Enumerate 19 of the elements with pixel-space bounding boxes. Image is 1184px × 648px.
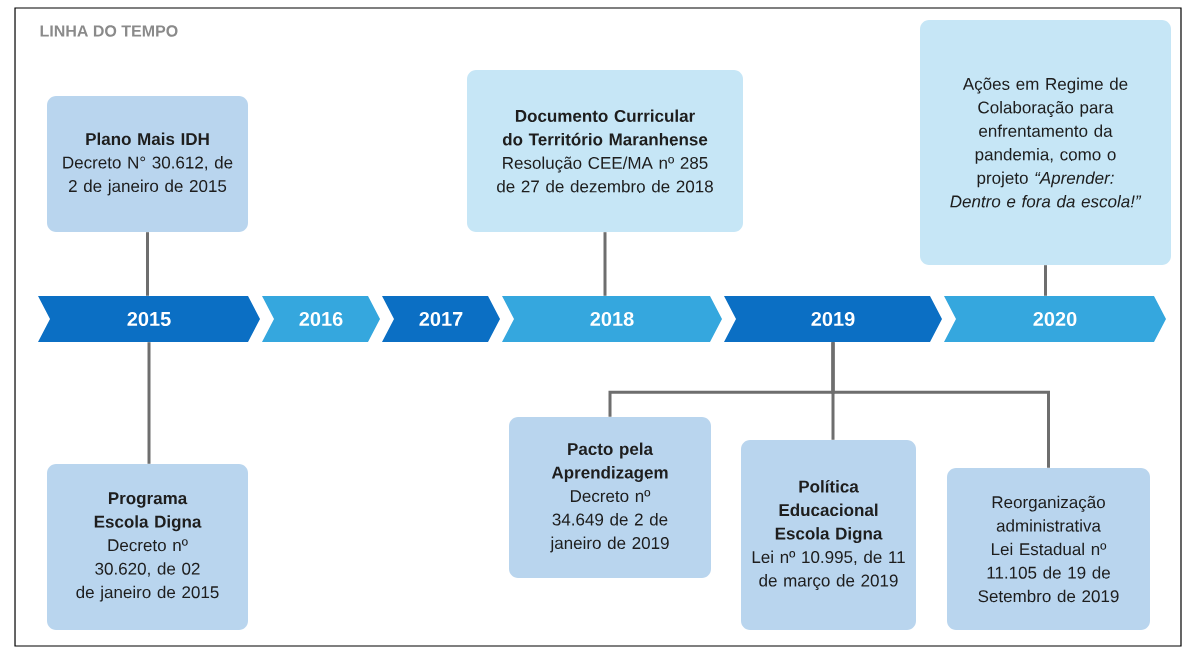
milestone-box: Documento Curricular do Território Maranhense Resolução CEE/MA nº 285 de 27 de dezembro de 2018 (467, 70, 743, 232)
year-band: 2017 (382, 296, 500, 342)
year-band: 2019 (724, 296, 942, 342)
milestone-box: Pacto pela Aprendizagem Decreto nº 34.649 de 2 de janeiro de 2019 (509, 417, 711, 578)
milestone-box: Programa Escola Digna Decreto nº 30.620, de 02 de janeiro de 2015 (47, 464, 248, 630)
timeline-title: LINHA DO TEMPO (40, 25, 178, 37)
year-band: 2020 (944, 296, 1166, 342)
milestone-box: Reorganização administrativa Lei Estadual nº 11.105 de 19 de Setembro de 2019 (947, 468, 1150, 630)
connector-line (1044, 265, 1047, 296)
connector-line (831, 342, 1050, 468)
connector-line (147, 342, 151, 464)
year-band: 2018 (502, 296, 722, 342)
milestone-box: Ações em Regime de Colaboração para enfrentamento da pandemia, como o projeto “Aprender: Dentro e fora da escola!” (920, 20, 1171, 265)
connector-line (146, 232, 149, 296)
year-band: 2016 (262, 296, 380, 342)
milestone-box: Plano Mais IDH Decreto N° 30.612, de 2 de janeiro de 2015 (47, 96, 248, 232)
milestone-box: Política Educacional Escola Digna Lei nº 10.995, de 11 de março de 2019 (741, 440, 916, 630)
year-band: 2015 (38, 296, 260, 342)
connector-line (603, 232, 607, 296)
